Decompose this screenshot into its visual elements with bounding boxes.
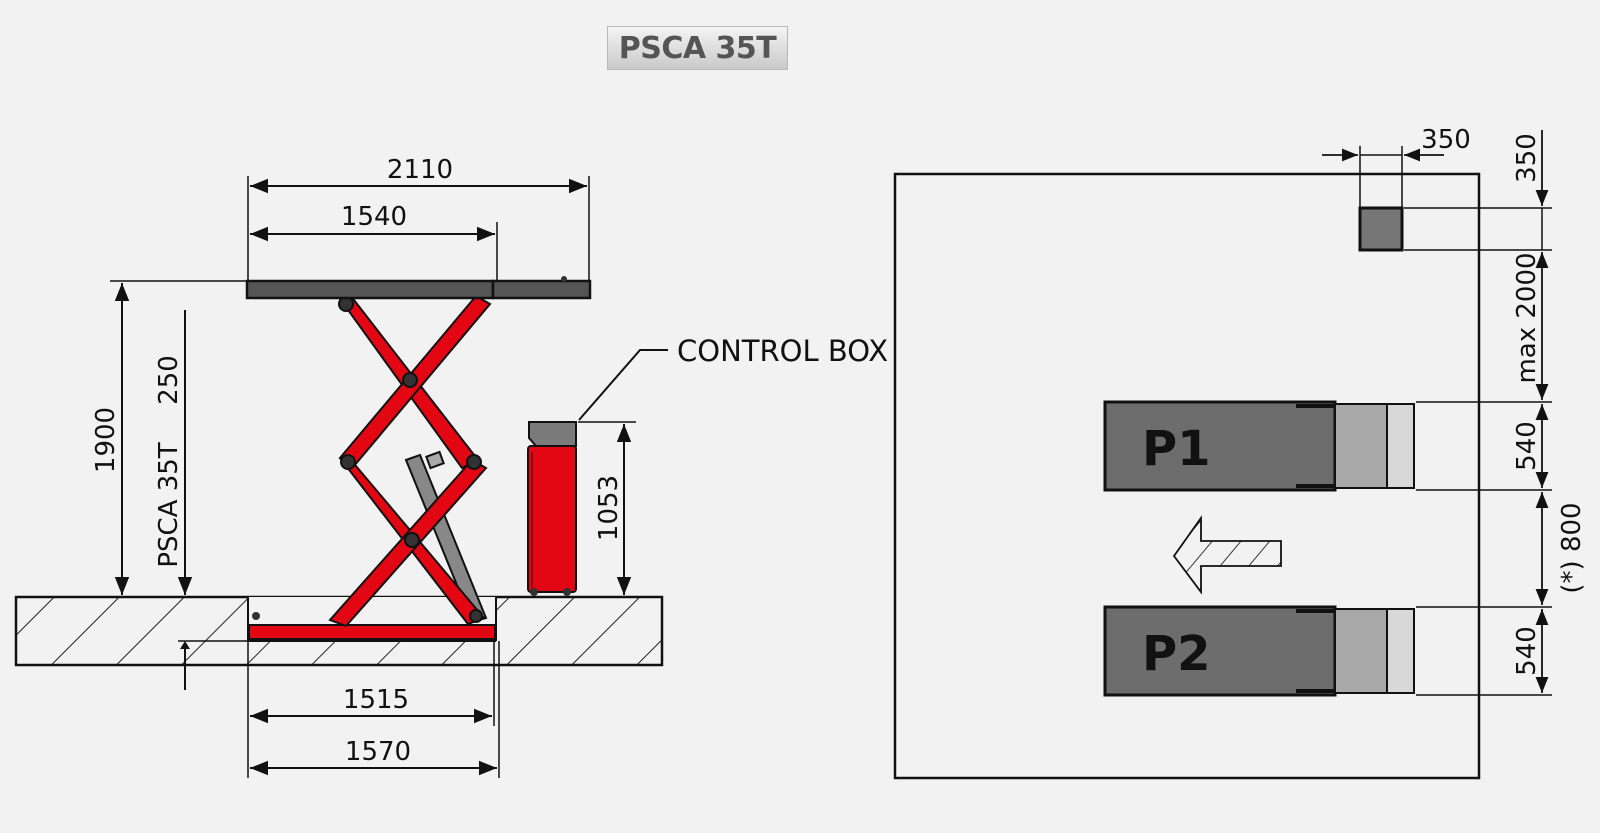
dim-top-total-label: 2110 [387, 155, 453, 185]
dim-base-inner-label: 1515 [343, 685, 409, 715]
dim-top-inner-label: 1540 [341, 202, 407, 232]
dim-box-width: 350 [1322, 125, 1471, 208]
dim-lowered: 250 PSCA 35T [154, 310, 248, 690]
dim-box-depth-label: 350 [1512, 133, 1542, 183]
dim-lowered-label: 250 [154, 355, 184, 405]
lift-platform-top [245, 276, 592, 300]
plan-view: P1 P2 350 [893, 125, 1587, 780]
control-box-leader [578, 349, 668, 421]
side-view: CONTROL BOX 2110 1540 1900 [14, 155, 888, 778]
dim-max-distance-label: max 2000 [1512, 252, 1542, 383]
dim-base-outer-label: 1570 [345, 737, 411, 767]
dim-base-inner: 1515 [247, 641, 495, 778]
dim-top-total: 2110 [247, 155, 590, 282]
platform-p2: P2 [1103, 605, 1415, 697]
plan-outline [893, 172, 1481, 780]
dim-control-box-height-label: 1053 [594, 475, 624, 541]
control-box-label: CONTROL BOX [677, 334, 888, 368]
platform-p2-label: P2 [1142, 626, 1211, 682]
lift-base-frame [248, 624, 496, 640]
control-box [527, 421, 577, 596]
platform-p1: P1 [1103, 400, 1415, 492]
dim-platform-width-2-label: 540 [1512, 626, 1542, 676]
platform-p1-label: P1 [1142, 421, 1211, 477]
dim-top-inner: 1540 [250, 202, 498, 282]
dim-height: 1900 [91, 280, 246, 595]
model-vertical-label: PSCA 35T [154, 442, 184, 567]
title-badge: PSCA 35T [607, 26, 788, 70]
dim-height-label: 1900 [91, 407, 121, 473]
dim-gap-label: (*) 800 [1557, 502, 1587, 593]
dim-control-box-height: 1053 [578, 421, 636, 595]
scissor-arms [328, 294, 492, 628]
dim-box-width-label: 350 [1421, 125, 1471, 155]
control-box-top-view [1358, 206, 1404, 252]
dim-base-outer: 1570 [250, 641, 500, 778]
dim-platform-width-1-label: 540 [1512, 421, 1542, 471]
dim-chain-right: 350 max 2000 540 (*) 800 540 [1404, 130, 1587, 696]
left-arrow-icon [1172, 515, 1282, 595]
